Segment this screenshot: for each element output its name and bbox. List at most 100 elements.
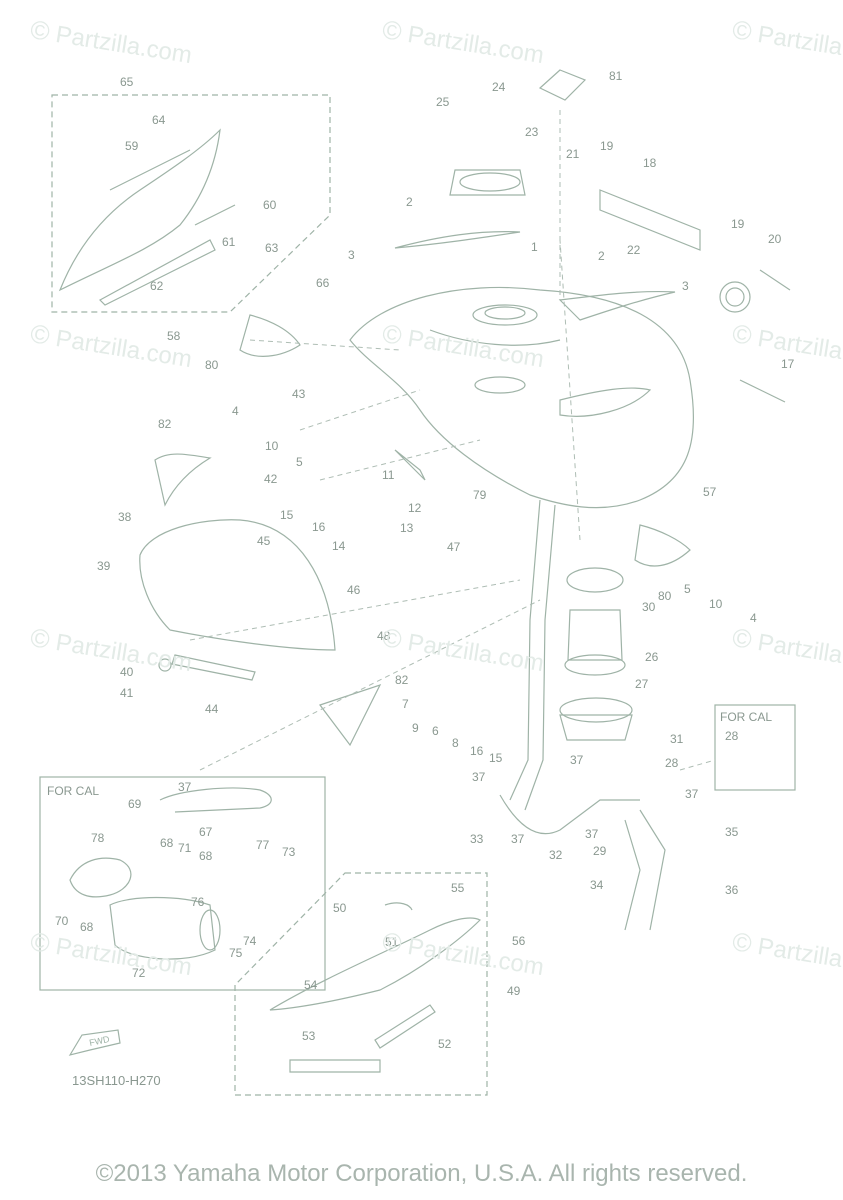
svg-text:71: 71 (178, 841, 192, 855)
svg-text:51: 51 (385, 935, 399, 949)
svg-text:3: 3 (682, 279, 689, 293)
fwd-arrow-icon: FWD (68, 1029, 121, 1056)
seat-cover (139, 519, 336, 651)
svg-text:82: 82 (395, 673, 409, 687)
svg-text:49: 49 (507, 984, 521, 998)
svg-text:46: 46 (347, 583, 361, 597)
svg-text:19: 19 (731, 217, 745, 231)
svg-text:FWD: FWD (88, 1034, 111, 1048)
svg-text:26: 26 (645, 650, 659, 664)
svg-text:68: 68 (199, 849, 213, 863)
svg-text:38: 38 (118, 510, 132, 524)
svg-text:16: 16 (470, 744, 484, 758)
svg-text:61: 61 (222, 235, 236, 249)
svg-text:3: 3 (348, 248, 355, 262)
svg-text:37: 37 (685, 787, 699, 801)
svg-text:28: 28 (725, 729, 739, 743)
svg-text:24: 24 (492, 80, 506, 94)
svg-text:8: 8 (452, 736, 459, 750)
svg-text:15: 15 (280, 508, 294, 522)
svg-text:62: 62 (150, 279, 164, 293)
svg-text:4: 4 (750, 611, 757, 625)
svg-text:68: 68 (80, 920, 94, 934)
diagram-code: 13SH110-H270 (72, 1073, 161, 1088)
for-cal-label: FOR CAL (47, 784, 99, 798)
svg-text:18: 18 (643, 156, 657, 170)
svg-text:43: 43 (292, 387, 306, 401)
svg-text:28: 28 (665, 756, 679, 770)
svg-text:42: 42 (264, 472, 278, 486)
fuel-tank (349, 286, 695, 509)
svg-text:1: 1 (531, 240, 538, 254)
svg-text:14: 14 (332, 539, 346, 553)
svg-text:50: 50 (333, 901, 347, 915)
svg-text:47: 47 (447, 540, 461, 554)
svg-text:7: 7 (402, 697, 409, 711)
svg-text:37: 37 (511, 832, 525, 846)
svg-text:22: 22 (627, 243, 641, 257)
svg-text:15: 15 (489, 751, 503, 765)
svg-text:77: 77 (256, 838, 270, 852)
svg-text:78: 78 (91, 831, 105, 845)
svg-text:32: 32 (549, 848, 563, 862)
svg-text:36: 36 (725, 883, 739, 897)
svg-text:6: 6 (432, 724, 439, 738)
svg-text:31: 31 (670, 732, 684, 746)
svg-text:34: 34 (590, 878, 604, 892)
svg-text:9: 9 (412, 721, 419, 735)
copyright-notice: ©2013 Yamaha Motor Corporation, U.S.A. A… (95, 1160, 748, 1187)
svg-text:35: 35 (725, 825, 739, 839)
svg-text:73: 73 (282, 845, 296, 859)
svg-text:67: 67 (199, 825, 213, 839)
svg-text:10: 10 (709, 597, 723, 611)
svg-text:2: 2 (598, 249, 605, 263)
svg-text:44: 44 (205, 702, 219, 716)
svg-text:41: 41 (120, 686, 134, 700)
svg-text:10: 10 (265, 439, 279, 453)
for-cal-small-label: FOR CAL (720, 710, 772, 724)
svg-text:81: 81 (609, 69, 623, 83)
svg-text:37: 37 (472, 770, 486, 784)
svg-text:25: 25 (436, 95, 450, 109)
svg-text:56: 56 (512, 934, 526, 948)
svg-text:65: 65 (120, 75, 134, 89)
svg-text:23: 23 (525, 125, 539, 139)
svg-text:4: 4 (232, 404, 239, 418)
svg-text:16: 16 (312, 520, 326, 534)
svg-text:59: 59 (125, 139, 139, 153)
group-49-box (234, 872, 488, 1096)
svg-text:19: 19 (600, 139, 614, 153)
svg-text:33: 33 (470, 832, 484, 846)
svg-text:53: 53 (302, 1029, 316, 1043)
svg-text:40: 40 (120, 665, 134, 679)
svg-text:37: 37 (585, 827, 599, 841)
svg-text:82: 82 (158, 417, 172, 431)
svg-text:20: 20 (768, 232, 782, 246)
group-58-box (51, 94, 331, 313)
for-cal-inset-box (39, 776, 326, 991)
svg-text:80: 80 (205, 358, 219, 372)
svg-text:66: 66 (316, 276, 330, 290)
svg-text:45: 45 (257, 534, 271, 548)
svg-text:80: 80 (658, 589, 672, 603)
svg-text:48: 48 (377, 629, 391, 643)
svg-text:63: 63 (265, 241, 279, 255)
svg-text:55: 55 (451, 881, 465, 895)
svg-text:5: 5 (296, 455, 303, 469)
svg-text:27: 27 (635, 677, 649, 691)
svg-text:70: 70 (55, 914, 69, 928)
svg-text:69: 69 (128, 797, 142, 811)
svg-text:79: 79 (473, 488, 487, 502)
svg-text:2: 2 (406, 195, 413, 209)
svg-text:29: 29 (593, 844, 607, 858)
svg-text:72: 72 (132, 966, 146, 980)
svg-text:74: 74 (243, 934, 257, 948)
svg-text:39: 39 (97, 559, 111, 573)
svg-text:17: 17 (781, 357, 795, 371)
for-cal-small-inset-box (714, 704, 796, 791)
svg-text:21: 21 (566, 147, 580, 161)
svg-text:30: 30 (642, 600, 656, 614)
svg-text:76: 76 (191, 895, 205, 909)
